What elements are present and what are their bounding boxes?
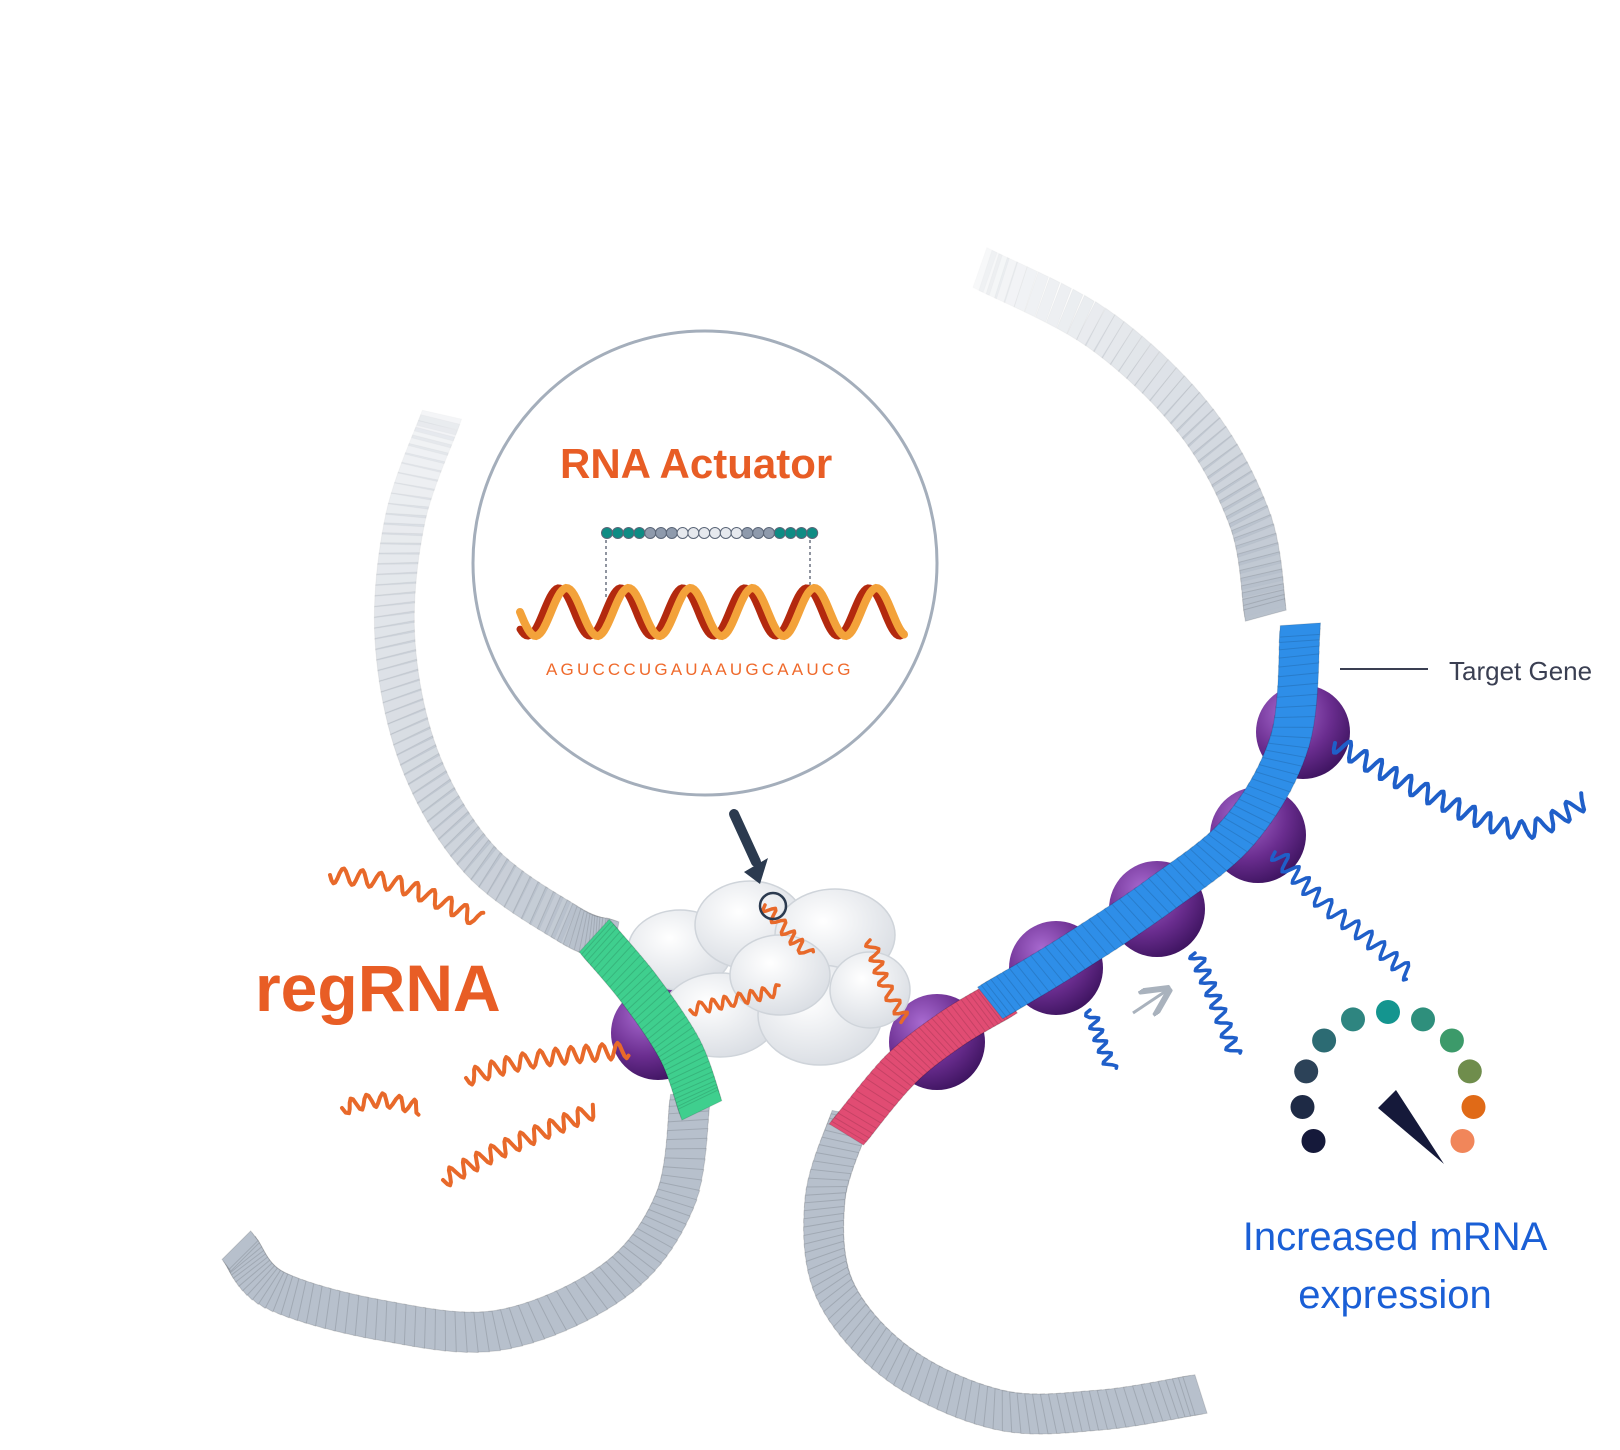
gauge-dot xyxy=(1461,1095,1486,1119)
expression-gauge-icon xyxy=(1290,1000,1486,1164)
rna-strands xyxy=(328,739,1587,1188)
small-arrow-icon xyxy=(1132,991,1166,1013)
gauge-dot xyxy=(1376,1000,1400,1024)
increased-line-1: Increased mRNA xyxy=(1242,1215,1548,1259)
gauge-dot xyxy=(1301,1129,1326,1153)
increased-expression-label: Increased mRNA expression xyxy=(1165,1208,1620,1324)
rna-actuator-title: RNA Actuator xyxy=(560,440,833,487)
dna-colored-segments xyxy=(578,622,1322,1146)
gauge-dot xyxy=(1341,1007,1365,1032)
gauge-dot xyxy=(1450,1129,1475,1153)
increased-line-2: expression xyxy=(1298,1273,1492,1317)
gauge-dot xyxy=(1294,1059,1319,1084)
gauge-dot xyxy=(1411,1007,1435,1032)
gauge-dot xyxy=(1312,1028,1337,1053)
pointer-arrow-icon xyxy=(729,809,788,921)
gauge-needle xyxy=(1378,1090,1444,1164)
gauge-dot xyxy=(1457,1059,1482,1084)
target-gene-label: Target Gene xyxy=(1449,656,1593,686)
gauge-dot xyxy=(1439,1028,1464,1053)
regrna-label: regRNA xyxy=(255,951,501,1025)
rna-sequence-label: AGUCCCUGAUAAUGCAAUCG xyxy=(546,660,854,679)
zoom-callout xyxy=(471,329,939,797)
actuator-bead-row xyxy=(601,527,819,539)
gauge-dot xyxy=(1290,1095,1315,1119)
rna-helix-icon xyxy=(516,583,908,641)
